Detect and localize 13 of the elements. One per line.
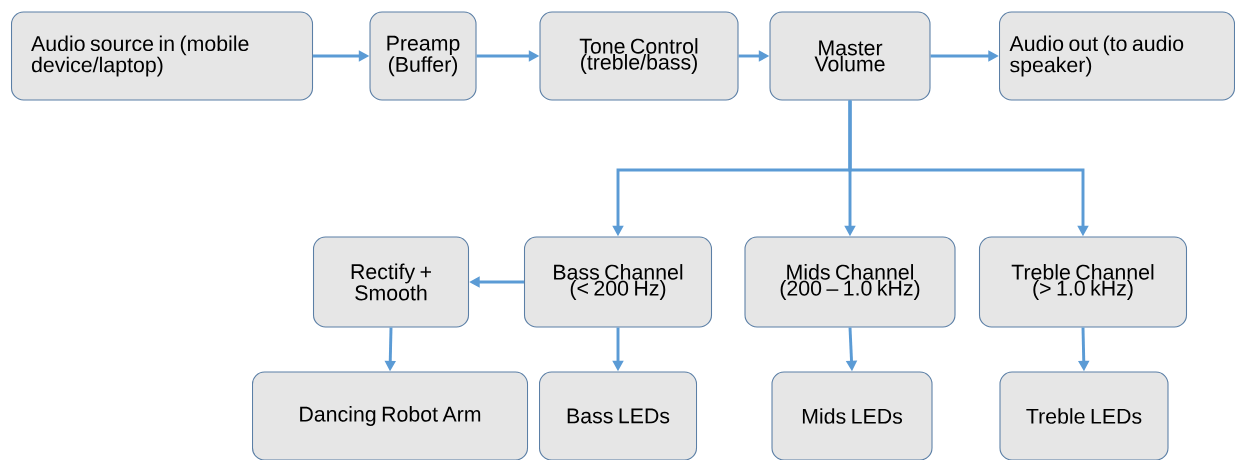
process-box: Treble LEDs <box>999 371 1169 460</box>
process-box: Bass LEDs <box>538 371 698 460</box>
process-box: Mids Channel (200 – 1.0 kHz) <box>744 236 956 328</box>
process-box: Bass Channel (< 200 Hz) <box>523 236 713 328</box>
process-box: Audio source in (mobile device/laptop) <box>11 11 314 101</box>
process-box: Rectify + Smooth <box>312 236 470 328</box>
process-box: Dancing Robot Arm <box>251 371 529 460</box>
process-box: Preamp (Buffer) <box>369 11 477 101</box>
process-box: Master Volume <box>769 11 931 101</box>
process-box: Audio out (to audio speaker) <box>998 11 1236 101</box>
process-box: Tone Control (treble/bass) <box>539 11 739 101</box>
process-box: Treble Channel (> 1.0 kHz) <box>978 236 1188 328</box>
process-box: Mids LEDs <box>771 371 933 460</box>
